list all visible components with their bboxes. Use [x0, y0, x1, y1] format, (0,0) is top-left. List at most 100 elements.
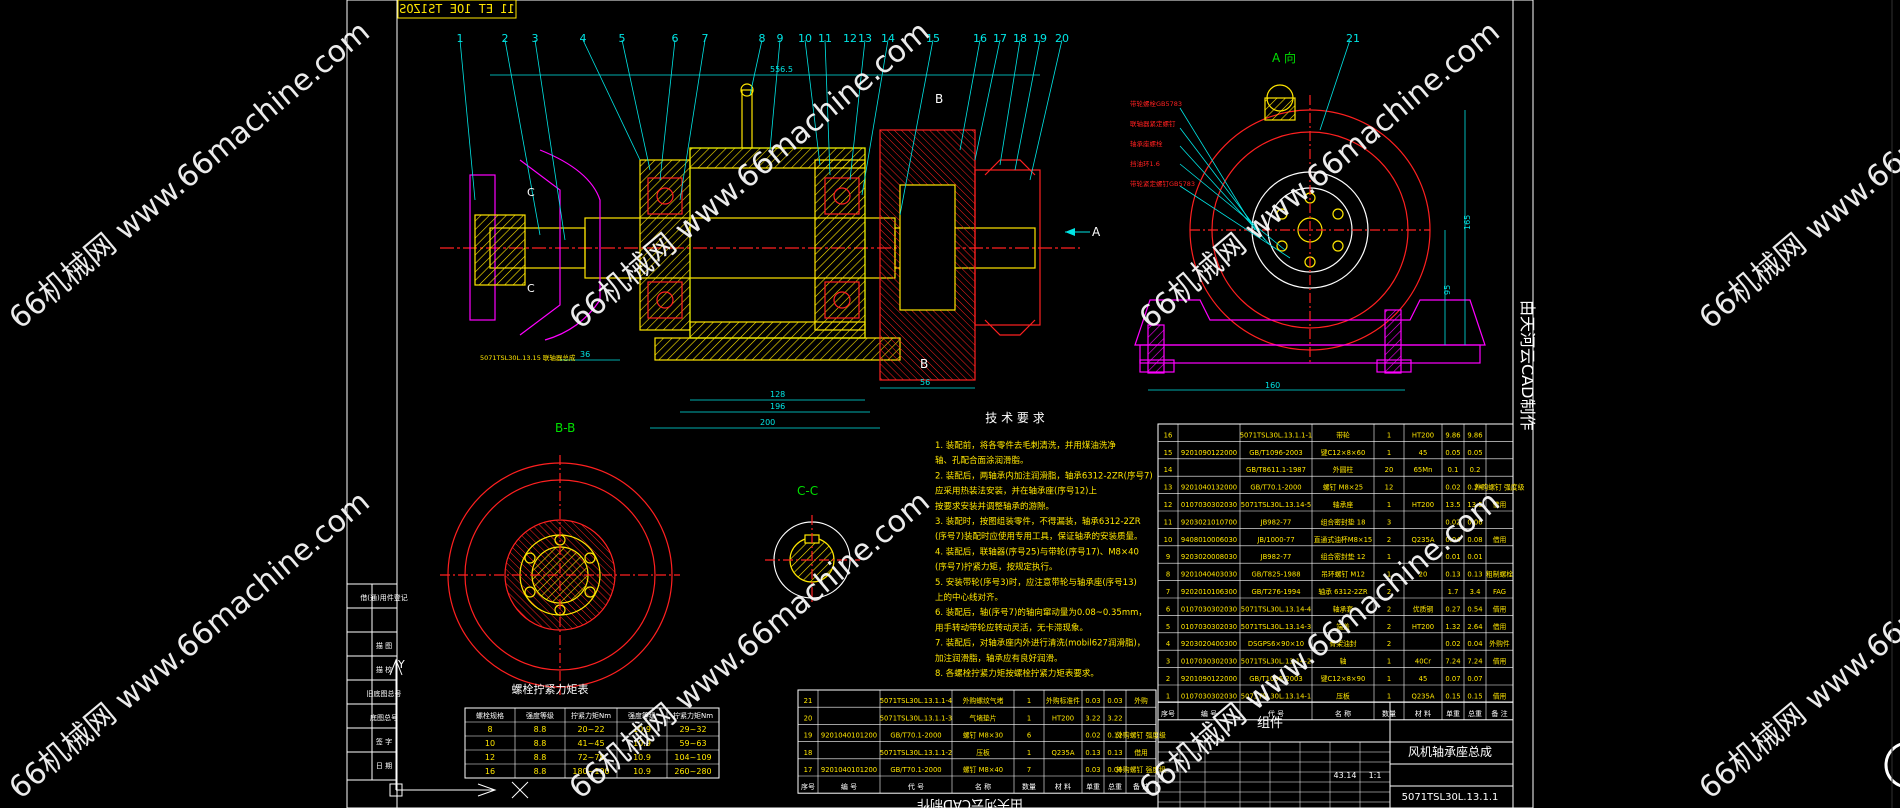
bom-cell: 7.24 [1467, 658, 1482, 666]
signoff-label: 签 字 [376, 737, 392, 746]
section-cc-title: C-C [797, 484, 818, 498]
bom-cell: 11 [1164, 518, 1173, 526]
balloon-14: 14 [881, 32, 895, 45]
bom-cell: 5 [1166, 623, 1170, 631]
bom-cell: 外购 [1134, 696, 1148, 705]
bom-cell: 9201040132000 [1181, 484, 1237, 492]
bom-cell: 4 [1166, 640, 1170, 648]
bom-cell: 9202010106300 [1181, 588, 1237, 596]
tech-requirements: 1. 装配前，将各零件去毛刺清洗，并用煤油洗净 轴、孔配合面涂润滑脂。2. 装配… [935, 440, 1153, 679]
title-code: 5071TSL30L.13.1.1 [1402, 792, 1499, 803]
view-a-title: A 向 [1272, 50, 1296, 65]
dim-128: 128 [770, 390, 785, 399]
signoff-label: 日 期 [376, 762, 392, 770]
bom-cell: 20 [804, 714, 813, 722]
bom-cell: 5071TSL30L.13.14-5 [1241, 501, 1311, 509]
bom-cell: 6 [1166, 605, 1170, 613]
bom-cell: GB/T1096-2003 [1249, 449, 1302, 457]
tech-line: (序号7)拧紧力矩，按规定执行。 [935, 562, 1058, 573]
bom-header: 编 号 [841, 782, 857, 791]
bom-cell: 9203020008030 [1181, 553, 1237, 561]
bom-cell: 65Mn [1414, 466, 1433, 474]
svg-text:Y: Y [397, 658, 405, 671]
bom-cell: 0.08 [1467, 536, 1482, 544]
bom-header: 代 号 [908, 782, 924, 791]
torque-cell: 59~63 [679, 739, 706, 748]
bom-cell: 0.27 [1445, 605, 1460, 613]
signoff-label: 描 图 [376, 641, 392, 650]
bom-cell: 0.13 [1467, 571, 1482, 579]
bom-cell: HT200 [1412, 431, 1434, 439]
torque-header: 拧紧力矩Nm [673, 711, 713, 720]
bom-cell: 13.5 [1467, 501, 1482, 509]
section-cc[interactable] [765, 515, 860, 605]
torque-header: 拧紧力矩Nm [571, 711, 611, 720]
bom-cell: 5071TSL30L.13.14-1 [1241, 692, 1311, 700]
bom-cell: 8 [1166, 571, 1170, 579]
coupling-note: 5071TSL30L.13.15 联轴器总成 [480, 353, 576, 362]
bom-cell: 9201040403030 [1181, 571, 1237, 579]
bom-cell: 0.07 [1445, 675, 1460, 683]
bom-cell: 0.1 [1448, 466, 1459, 474]
title-scale: 1:1 [1369, 771, 1382, 780]
bom-cell: 借用 [1134, 748, 1148, 757]
bom-cell: 外圆柱 [1333, 465, 1354, 474]
bom-cell: 外购螺钉 强度级 [1116, 765, 1166, 774]
bom-cell: 9203020400300 [1181, 640, 1237, 648]
bom-cell: 2 [1387, 536, 1391, 544]
dim-56: 56 [920, 378, 930, 387]
bom-cell: 轴承套 [1333, 604, 1354, 613]
bom-cell: 粗制螺栓 [1486, 570, 1513, 579]
bom-cell: Q235A [1412, 692, 1435, 700]
bom-cell: 20 [1385, 466, 1394, 474]
tech-title: 技 术 要 求 [985, 411, 1044, 425]
bom-cell: 1 [1387, 675, 1391, 683]
bom-cell: 0.02 [1085, 732, 1100, 740]
dim-160: 160 [1265, 381, 1280, 390]
bom-cell: 1 [1027, 749, 1031, 757]
balloon-3: 3 [532, 32, 539, 45]
bom-cell: 外购螺纹气堵 [963, 696, 1004, 705]
bom-cell: 借用 [1493, 535, 1507, 544]
view-a[interactable] [1134, 39, 1486, 391]
dim-top-length: 556.5 [770, 65, 793, 74]
bom-cell: 0.06 [1467, 518, 1482, 526]
watermark-text: 66机械网 www.66machine.com [563, 484, 937, 806]
bom-cell: 0.02 [1445, 518, 1460, 526]
tech-line: 6. 装配后，轴(序号7)的轴向窜动量为0.08~0.35mm， [935, 607, 1147, 618]
bom-cell: 12 [1164, 501, 1173, 509]
bom-cell: 45 [1419, 449, 1428, 457]
bom-cell: HT200 [1412, 623, 1434, 631]
dim-196: 196 [770, 402, 785, 411]
bom-header: 单重 [1446, 709, 1460, 718]
dim-165: 165 [1463, 215, 1472, 230]
bom-cell: 轴 [1340, 657, 1347, 666]
torque-cell: 20~22 [577, 725, 604, 734]
view-b-marker-2: B [920, 357, 928, 371]
bom-cell: 键C12×8×60 [1321, 448, 1366, 457]
bom-cell: 18 [804, 749, 813, 757]
bom-cell: 1 [1387, 501, 1391, 509]
bom-cell: 16 [1164, 431, 1173, 439]
bom-header: 数量 [1382, 709, 1396, 718]
main-section-view[interactable] [440, 74, 1090, 429]
bom-cell: 5071TSL30L.13.1.1-3 [880, 714, 953, 722]
bom-cell: 40Cr [1415, 658, 1431, 666]
bom-cell: 0.02 [1445, 484, 1460, 492]
bom-cell: GB/T276-1994 [1251, 588, 1300, 596]
bom-cell: 带轮 [1336, 430, 1350, 439]
bom-cell: JB982-77 [1260, 518, 1292, 526]
bom-cell: 外购标准件 [1046, 696, 1080, 705]
section-bb[interactable] [440, 455, 680, 695]
view-a-callout: 带轮螺栓GB5783 [1130, 99, 1182, 108]
bom-cell: 1 [1027, 697, 1031, 705]
view-a-marker: A [1092, 225, 1101, 239]
bom-cell: 9201040101200 [821, 732, 877, 740]
bom-cell: 0.05 [1467, 449, 1482, 457]
tech-line: 上的中心线对齐。 [935, 592, 1003, 603]
bom-cell: 外购螺钉 强度级 [1475, 483, 1525, 492]
torque-cell: 72~78 [577, 753, 604, 762]
torque-header: 强度等级 [526, 711, 554, 720]
